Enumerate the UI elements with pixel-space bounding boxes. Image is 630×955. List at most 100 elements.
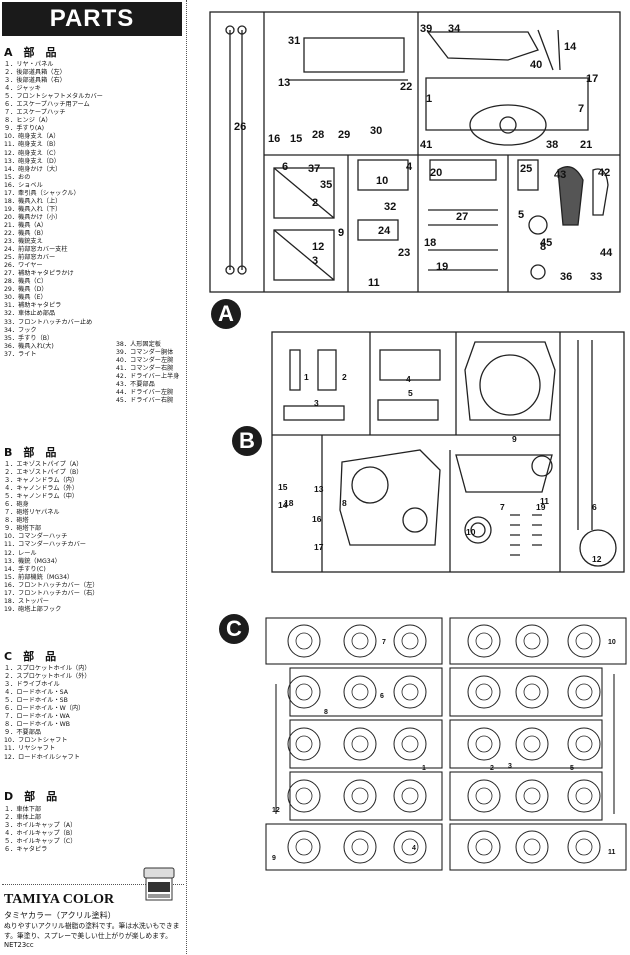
section-a-item: 25．前部窓カバー (4, 254, 56, 262)
section-c-letter: C (4, 650, 13, 663)
part-callout: 43 (554, 169, 566, 181)
road-wheel (567, 727, 601, 761)
section-b-item: 19．砲塔上部フック (4, 605, 62, 613)
part-callout: 23 (398, 247, 410, 259)
road-wheel (567, 624, 601, 658)
part-callout: 38 (546, 139, 558, 151)
wheel-hub (401, 683, 419, 701)
section-c-heading: C 部 品 (4, 648, 56, 664)
road-wheel (287, 675, 321, 709)
road-wheel (393, 675, 427, 709)
section-a-item: 30．機具（E） (4, 294, 47, 302)
wheel-hub (295, 787, 313, 805)
road-wheel (287, 624, 321, 658)
wheel-hub (401, 838, 419, 856)
wheel-hub (575, 735, 593, 753)
section-a-item: 33．フロントハッチカバー止め (4, 318, 93, 326)
part-callout: 40 (530, 59, 542, 71)
section-b-item: 11．コマンダーハッチカバー (4, 541, 86, 549)
part-callout: 6 (380, 693, 384, 700)
section-b-item: ５．キャノンドラム（中） (4, 493, 79, 501)
part-callout: 5 (408, 388, 413, 398)
part-callout: 1 (304, 372, 309, 382)
part-callout: 12 (272, 807, 280, 814)
wheel-hub (523, 735, 541, 753)
part-callout: 16 (312, 514, 322, 524)
section-b-item: 17．フロントハッチカバー（右） (4, 589, 99, 597)
part-callout: 9 (338, 227, 344, 239)
section-c-item: ４．ロードホイル・SA (4, 689, 68, 697)
section-a-item: 13．砲身支え（D） (4, 157, 60, 165)
section-a-item: 36．機具入れ(大) (4, 342, 54, 350)
wheel-hub (575, 838, 593, 856)
section-b-item: ６．砲身 (4, 501, 29, 509)
section-d-item: ３．ホイルキャップ（A） (4, 822, 77, 830)
section-c-item: ９．不要部品 (4, 729, 42, 737)
road-wheel (393, 727, 427, 761)
wheel-hub (351, 735, 369, 753)
part-callout: 37 (308, 163, 320, 175)
section-d-item: ４．ホイルキャップ（B） (4, 830, 77, 838)
road-wheel (287, 830, 321, 864)
section-a-item: 41．コマンダー右腕 (116, 365, 174, 373)
road-wheel (393, 830, 427, 864)
section-a-item: 31．補助キャタピラ (4, 302, 62, 310)
tamiya-brand: TAMIYA COLOR (4, 892, 115, 907)
part-callout: 36 (560, 271, 572, 283)
section-a-item: ２．後部道具箱（左） (4, 69, 66, 77)
part-callout: 15 (290, 133, 302, 145)
tamiya-description: ぬりやすいアクリル樹脂の塗料です。筆は水洗いもできます。筆塗り、スプレーで美しい… (4, 922, 180, 949)
section-a-item: ８．ヒンジ（A） (4, 117, 52, 125)
road-wheel (343, 624, 377, 658)
road-wheel (343, 779, 377, 813)
road-wheel (467, 624, 501, 658)
part-callout: 31 (288, 35, 300, 47)
section-d-item: ５．ホイルキャップ（C） (4, 838, 77, 846)
section-a-item: 23．機銃支え (4, 238, 43, 246)
section-c-item: ５．ロードホイル・SB (4, 697, 68, 705)
part-callout: 34 (448, 23, 461, 35)
part-callout: 3 (314, 398, 319, 408)
wheel-hub (523, 838, 541, 856)
wheel-hub (295, 632, 313, 650)
part-callout: 2 (342, 372, 347, 382)
road-wheel (343, 675, 377, 709)
section-a-item: 34．フック (4, 326, 37, 334)
road-wheel (467, 830, 501, 864)
road-wheel (393, 624, 427, 658)
part-callout: 14 (278, 500, 288, 510)
section-a-item: 12．砲身支え（C） (4, 149, 60, 157)
section-a-item: ９．手すり(A) (4, 125, 44, 133)
part-callout: 29 (338, 129, 350, 141)
road-wheel (515, 675, 549, 709)
section-d-letter: D (4, 790, 14, 803)
section-a-item: 21．機具（A） (4, 221, 48, 229)
section-a-item: 32．車体止め部品 (4, 310, 56, 318)
part-callout: 4 (406, 161, 413, 173)
section-c-item: ８．ロードホイル・WB (4, 721, 71, 729)
section-d-item: １．車体下部 (4, 806, 42, 813)
section-d-heading: D 部 品 (4, 788, 57, 804)
section-b-item: 16．フロントハッチカバー（左） (4, 581, 99, 589)
runner-b-label: B (232, 426, 262, 456)
part-callout: 17 (314, 542, 324, 552)
part-callout: 16 (268, 133, 280, 145)
road-wheel (467, 675, 501, 709)
part-callout: 35 (320, 179, 332, 191)
section-b-item: ２．エキゾストパイプ（B） (4, 469, 83, 477)
part-callout: 14 (564, 41, 577, 53)
section-a-item: ６．エスケープハッチ用アーム (4, 101, 90, 109)
section-c-title: 部 品 (23, 650, 57, 663)
section-c-item: １．スプロケットホイル（内） (4, 665, 91, 672)
section-a-item: 18．機具入れ（上） (4, 197, 62, 205)
part-callout: 2 (312, 197, 318, 209)
part-callout: 32 (384, 201, 396, 213)
wheel-hub (523, 632, 541, 650)
part-callout: 7 (382, 639, 386, 646)
section-d-item: ２．車体上部 (4, 814, 42, 822)
